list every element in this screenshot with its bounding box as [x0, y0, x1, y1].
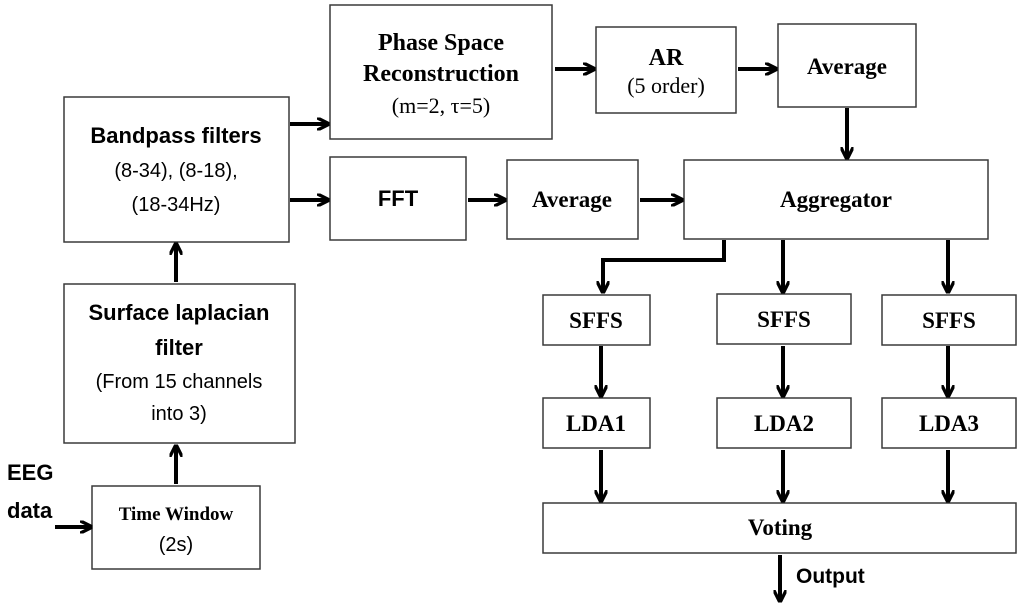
sffs-label-3: SFFS	[922, 308, 976, 333]
laplacian-detail-1: (From 15 channels	[96, 371, 263, 393]
average-mid-box: Average	[506, 159, 639, 240]
ar-order: (5 order)	[627, 73, 705, 98]
bandpass-title: Bandpass filters	[90, 123, 261, 148]
phase-space-title: Phase Space	[378, 30, 504, 56]
phase-space-title-2: Reconstruction	[363, 61, 519, 87]
lda-box-1: LDA1	[542, 397, 651, 449]
arrow-aggregator-to-sffs-1	[603, 240, 726, 291]
fft-box: FFT	[329, 156, 467, 241]
voting-box: Voting	[542, 502, 1017, 554]
fft-label: FFT	[378, 186, 419, 211]
laplacian-title: Surface laplacian	[89, 300, 270, 325]
ar-title: AR	[649, 45, 684, 71]
voting-label: Voting	[748, 515, 813, 540]
phase-space-params: (m=2, τ=5)	[392, 93, 490, 118]
lda-box-3: LDA3	[881, 397, 1017, 449]
sffs-box-3: SFFS	[881, 294, 1017, 346]
sffs-box-2: SFFS	[716, 293, 852, 345]
laplacian-detail-2: into 3)	[151, 403, 207, 425]
output-label: Output	[796, 565, 865, 588]
average-top-box: Average	[777, 23, 917, 108]
aggregator-label: Aggregator	[780, 187, 892, 212]
aggregator-box: Aggregator	[683, 159, 989, 240]
lda-label-3: LDA3	[919, 411, 979, 436]
time-window-duration: (2s)	[159, 534, 193, 556]
lda-label-1: LDA1	[566, 411, 626, 436]
eeg-input-label: EEG	[7, 460, 53, 485]
phase-space-box: Phase Space Reconstruction (m=2, τ=5)	[329, 4, 553, 140]
ar-box: AR (5 order)	[595, 26, 737, 114]
lda-box-2: LDA2	[716, 397, 852, 449]
sffs-label-1: SFFS	[569, 308, 623, 333]
average-mid-label: Average	[532, 187, 612, 212]
time-window-box: Time Window (2s)	[91, 485, 261, 570]
average-top-label: Average	[807, 54, 887, 79]
bandpass-ranges-1: (8-34), (8-18),	[114, 160, 237, 182]
lda-label-2: LDA2	[754, 411, 814, 436]
laplacian-box: Surface laplacian filter (From 15 channe…	[63, 283, 296, 444]
time-window-title: Time Window	[119, 504, 234, 525]
eeg-input-label-2: data	[7, 498, 53, 523]
laplacian-title-2: filter	[155, 335, 203, 360]
bandpass-ranges-2: (18-34Hz)	[132, 194, 221, 216]
bandpass-box: Bandpass filters (8-34), (8-18), (18-34H…	[63, 96, 290, 243]
sffs-label-2: SFFS	[757, 307, 811, 332]
sffs-box-1: SFFS	[542, 294, 651, 346]
